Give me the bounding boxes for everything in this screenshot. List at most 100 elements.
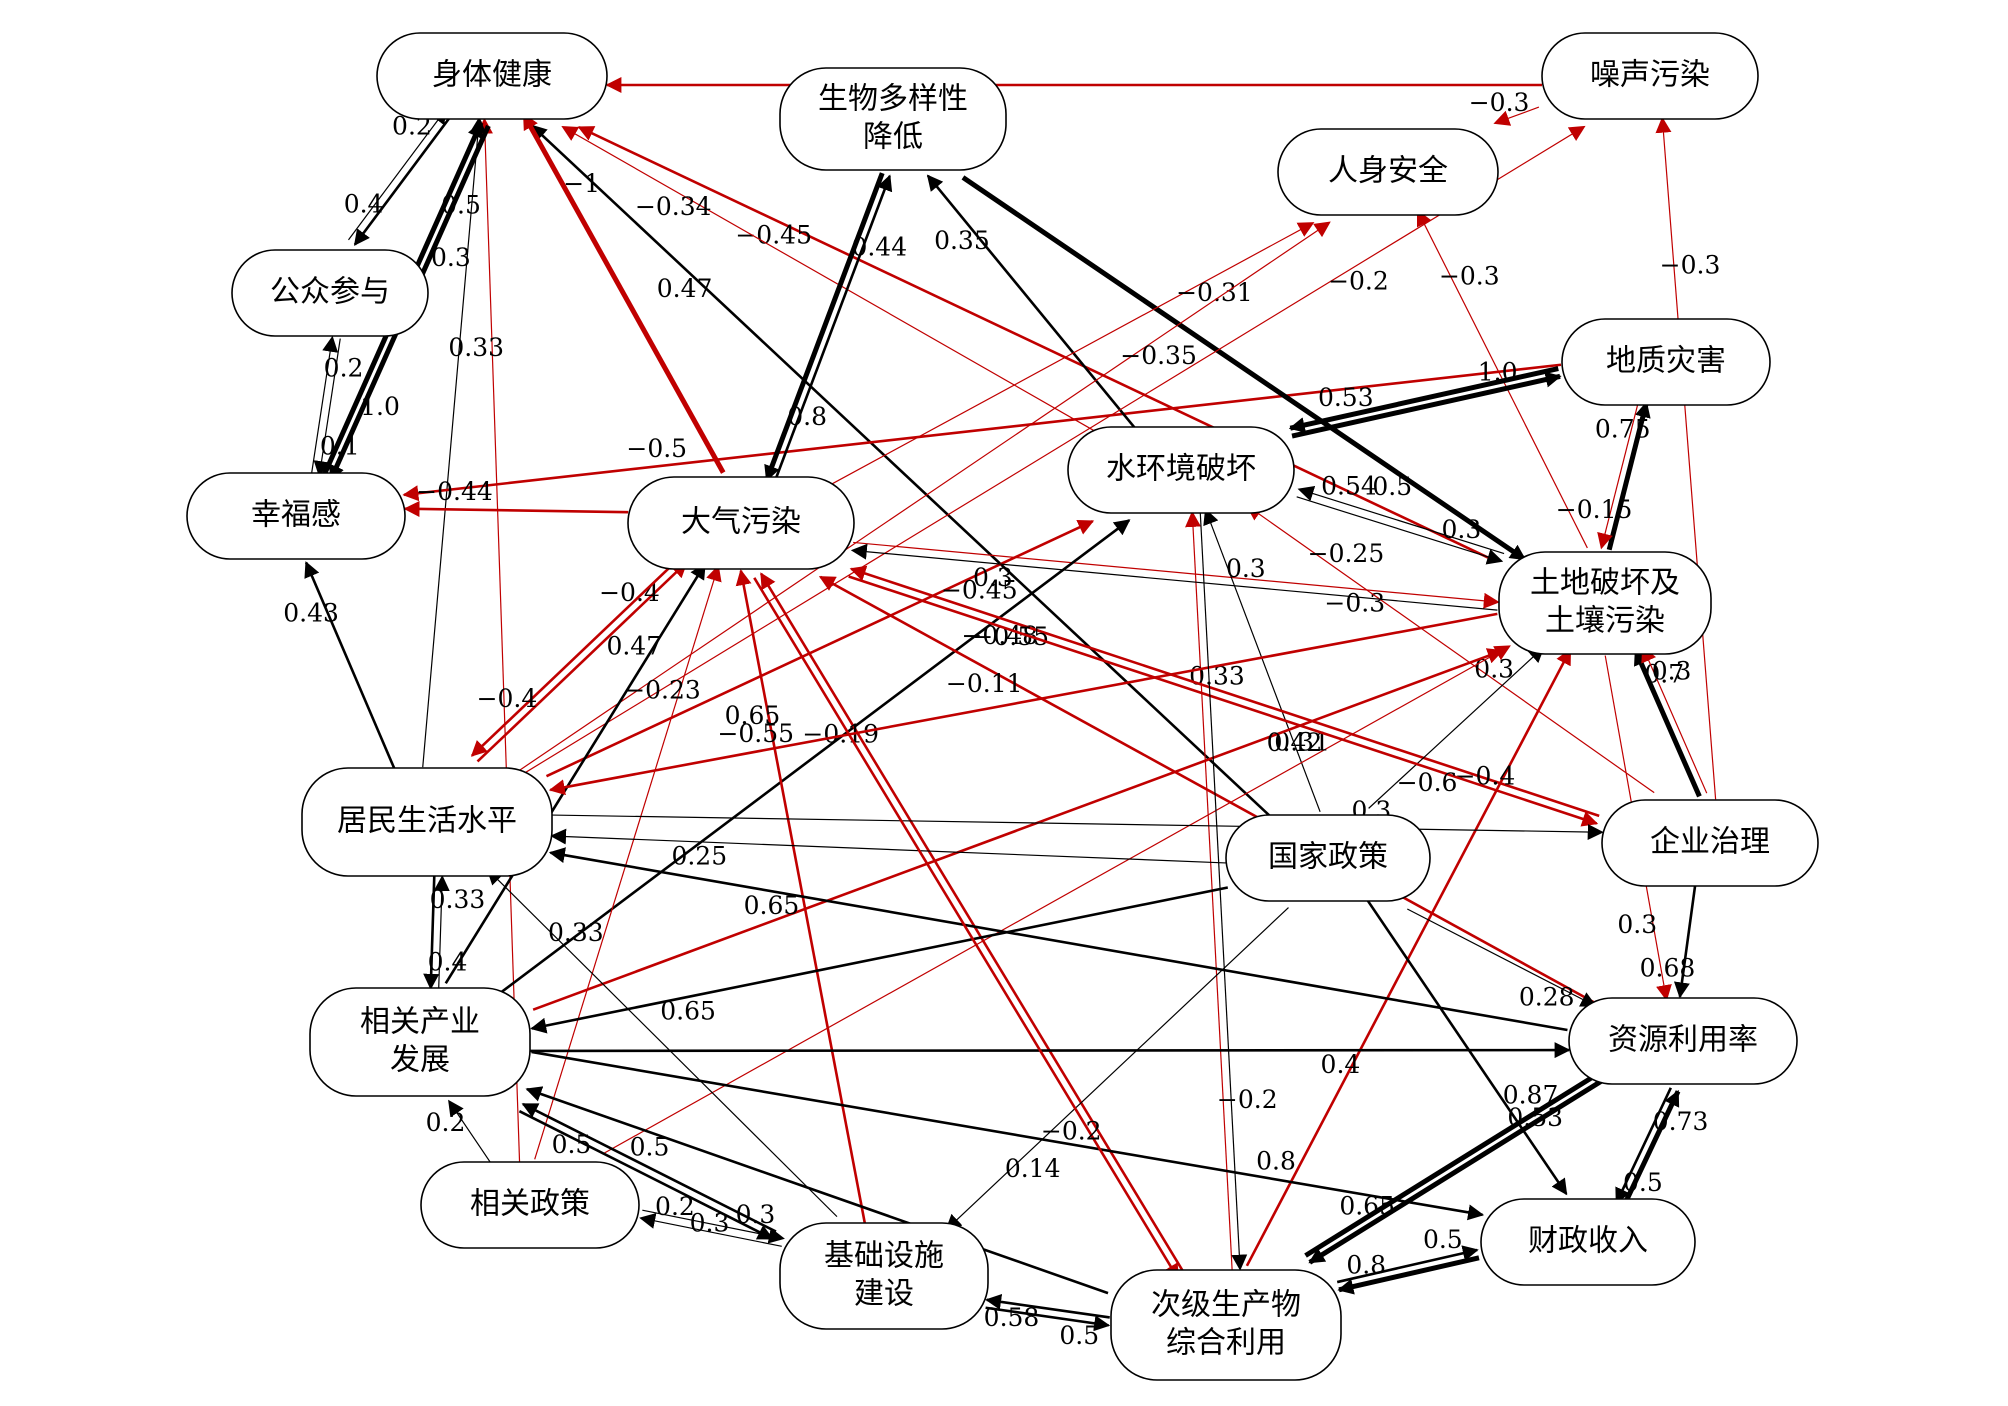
edge-line <box>470 555 682 757</box>
edge-weight-label: 0.53 <box>1318 383 1374 412</box>
edge-line <box>531 1050 1485 1221</box>
node-public[interactable]: 公众参与 <box>231 249 429 337</box>
edge-weight-label: 0.43 <box>283 598 339 627</box>
node-label: 资源利用率 <box>1608 1023 1758 1058</box>
edge-line <box>1597 400 1640 550</box>
node-noise[interactable]: 噪声污染 <box>1541 32 1759 120</box>
edge-national-to-water: 0.3 <box>1203 508 1321 813</box>
node-label: 建设 <box>854 1277 914 1312</box>
node-box <box>1277 128 1499 216</box>
edge-weight-label: 0.2 <box>426 1108 466 1137</box>
edge-line <box>530 886 1229 1034</box>
node-enterprise[interactable]: 企业治理 <box>1601 799 1819 887</box>
edge-weight-label: 0.65 <box>744 891 800 920</box>
edge-weight-label: 0.75 <box>1595 415 1651 444</box>
node-living[interactable]: 居民生活水平 <box>301 767 553 877</box>
edge-land-to-safety: −0.3 <box>1416 209 1588 549</box>
edge-line <box>1673 884 1697 999</box>
edge-secondary-to-air: −0.19 <box>760 572 1187 1276</box>
edge-line <box>1199 512 1248 1271</box>
edge-line <box>521 1102 777 1233</box>
edge-land-to-health: −0.45 <box>577 125 1496 563</box>
node-geo[interactable]: 地质灾害 <box>1561 318 1771 406</box>
edge-weight-label: 0.73 <box>1653 1107 1709 1136</box>
edge-weight-label: 0.53 <box>1507 1103 1563 1132</box>
edge-line <box>353 112 454 246</box>
edge-weight-label: −0.11 <box>946 669 1023 698</box>
edge-weight-label: 0.33 <box>448 333 504 362</box>
node-finance[interactable]: 财政收入 <box>1480 1198 1696 1286</box>
edge-line <box>1363 895 1568 1196</box>
node-label: 相关政策 <box>470 1187 590 1222</box>
node-policy[interactable]: 相关政策 <box>420 1161 640 1249</box>
node-box <box>779 1222 989 1330</box>
node-box <box>1498 551 1712 655</box>
node-air[interactable]: 大气污染 <box>627 476 855 570</box>
edge-weight-label: 0.4 <box>1321 1050 1361 1079</box>
edge-enterprise-to-water: −0.25 <box>1245 504 1655 794</box>
edge-weight-label: −0.3 <box>1469 88 1530 117</box>
node-box <box>627 476 855 570</box>
edge-weight-label: 0.65 <box>725 701 781 730</box>
node-label: 国家政策 <box>1268 840 1388 875</box>
edge-living-to-happy: 0.43 <box>283 561 397 773</box>
node-safety[interactable]: 人身安全 <box>1277 128 1499 216</box>
node-label: 土地破坏及 <box>1530 566 1680 601</box>
node-label: 生物多样性 <box>818 82 968 117</box>
edge-line <box>534 564 722 1160</box>
edge-public-to-health: 0.2 <box>347 107 448 241</box>
edge-noise-to-safety: −0.3 <box>1469 88 1540 126</box>
node-national[interactable]: 国家政策 <box>1225 814 1431 902</box>
edge-line <box>764 172 885 482</box>
edge-line <box>1245 504 1655 794</box>
edge-living-to-industry: 0.4 <box>423 876 467 990</box>
edge-weight-label: 0.5 <box>1423 1225 1463 1254</box>
edge-line <box>760 572 1187 1276</box>
edge-weight-label: −0.55 <box>972 622 1049 651</box>
node-health[interactable]: 身体健康 <box>376 32 608 120</box>
edge-line <box>639 1213 782 1247</box>
node-label: 降低 <box>863 120 923 155</box>
edge-happy-to-public: 0.2 <box>310 335 363 475</box>
node-box <box>1568 997 1798 1085</box>
edge-line <box>532 648 1504 1011</box>
edge-biodiv-to-land: 0.5 <box>961 175 1527 562</box>
node-box <box>1541 32 1759 120</box>
edge-line <box>829 222 1315 486</box>
edge-line <box>848 575 1599 827</box>
edge-living-to-enterprise: 0.3 <box>552 796 1604 840</box>
edge-enterprise-to-resource: 0.68 <box>1640 884 1697 999</box>
node-label: 发展 <box>390 1043 450 1078</box>
node-label: 地质灾害 <box>1606 344 1726 379</box>
edge-line <box>985 1293 1110 1319</box>
edge-industry-to-land: 0.42 <box>532 648 1504 1011</box>
node-label: 幸福感 <box>251 498 341 533</box>
edge-weight-label: −0.3 <box>1439 261 1500 290</box>
node-happy[interactable]: 幸福感 <box>186 472 406 560</box>
node-label: 公众参与 <box>270 275 390 310</box>
edge-line <box>519 125 1586 777</box>
node-box <box>1225 814 1431 902</box>
edge-weight-label: −0.2 <box>1041 1116 1102 1145</box>
edge-line <box>1336 1245 1479 1284</box>
edge-policy-to-air: −0.23 <box>534 564 722 1160</box>
edge-secondary-to-resource: 0.87 <box>1304 1067 1607 1258</box>
edge-weight-label: 0.35 <box>934 226 990 255</box>
node-water[interactable]: 水环境破坏 <box>1067 426 1295 514</box>
node-box <box>779 67 1007 171</box>
edge-weight-label: 0.8 <box>787 402 827 431</box>
edge-finance-to-secondary: 0.8 <box>1337 1251 1480 1295</box>
edge-weight-label: 0.33 <box>548 918 604 947</box>
edge-line <box>1304 1067 1607 1258</box>
edge-weight-label: −0.4 <box>477 684 538 713</box>
node-resource[interactable]: 资源利用率 <box>1568 997 1798 1085</box>
edge-line <box>1615 1087 1672 1205</box>
node-label: 次级生产物 <box>1151 1288 1301 1323</box>
node-box <box>1110 1269 1342 1381</box>
